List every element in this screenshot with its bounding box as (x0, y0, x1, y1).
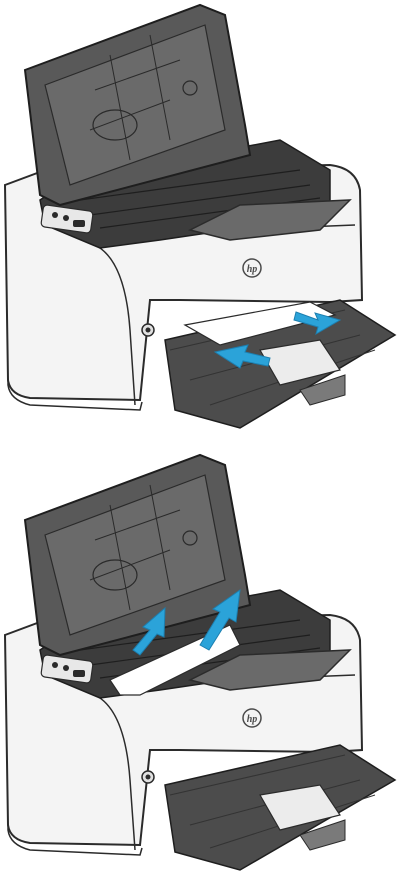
step-1-illustration: hp (0, 0, 401, 440)
hp-logo-text: hp (247, 714, 258, 725)
printer-drawing: hp (0, 0, 401, 440)
printer-drawing: hp (0, 450, 401, 881)
hp-logo-text: hp (247, 264, 258, 275)
step-2-illustration: hp (0, 450, 401, 881)
